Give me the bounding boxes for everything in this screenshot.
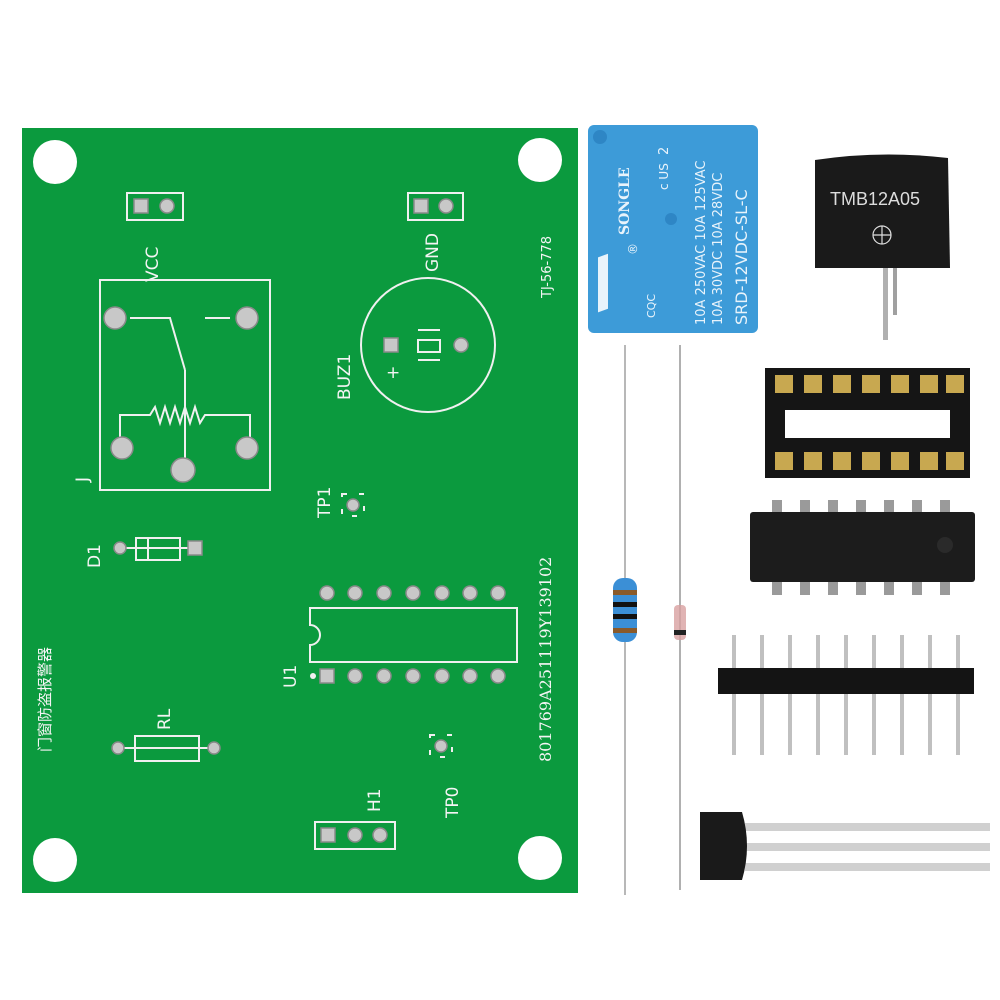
h1-header (314, 821, 396, 850)
relay-model: SRD-12VDC-SL-C (732, 189, 751, 325)
relay-label: J (73, 477, 93, 483)
relay-rating-1: 10A 250VAC 10A 125VAC (694, 161, 709, 326)
serial-number: 801769A251119Y139102 (536, 557, 555, 762)
vcc-header (126, 192, 184, 221)
resistor-footprint (111, 735, 221, 762)
diode-footprint (113, 537, 203, 561)
mounting-hole (33, 838, 77, 882)
buzzer-component: TMB12A05 (815, 154, 950, 340)
tp1-pad (341, 493, 365, 517)
board-title-cn: 门窗防盗报警器 (36, 647, 54, 752)
tp0-label: TP0 (443, 787, 463, 819)
resistor-component (613, 345, 637, 895)
pin-header (718, 635, 974, 755)
h1-label: H1 (365, 788, 385, 812)
transistor-component (700, 812, 990, 880)
cqc-mark: CQC (645, 294, 658, 318)
buzzer-model: TMB12A05 (830, 189, 920, 209)
diode-component (674, 345, 686, 890)
relay-brand: SONGLE (617, 167, 633, 235)
pcb-board: VCC GND J + BUZ1 (22, 128, 578, 893)
buzzer-label: BUZ1 (335, 354, 355, 400)
cert-number: 2 (657, 147, 672, 155)
ul-mark: c US (657, 163, 671, 190)
ic-chip (750, 500, 975, 595)
relay-rating-2: 10A 30VDC 10A 28VDC (711, 173, 726, 325)
tp0-pad (429, 734, 453, 758)
resistor-label: RL (155, 708, 175, 730)
buzzer-footprint (360, 277, 496, 413)
mounting-hole (518, 138, 562, 182)
plus-mark: + (386, 363, 400, 383)
vcc-label: VCC (143, 247, 163, 282)
ic-socket (765, 368, 970, 478)
tp1-label: TP1 (315, 487, 335, 519)
gnd-header (407, 192, 464, 221)
diode-label: D1 (85, 544, 105, 568)
gnd-label: GND (423, 233, 443, 272)
registered-mark: ® (626, 243, 640, 255)
songle-logo (598, 253, 608, 313)
mounting-hole (518, 836, 562, 880)
ic-label: U1 (281, 665, 301, 688)
ic-footprint (309, 585, 518, 684)
relay-component: SONGLE ® CQC c US 2 10A 250VAC 10A 125VA… (588, 125, 758, 333)
relay-footprint (99, 279, 271, 491)
mounting-hole (33, 140, 77, 184)
board-code: TJ-56-778 (540, 236, 555, 299)
